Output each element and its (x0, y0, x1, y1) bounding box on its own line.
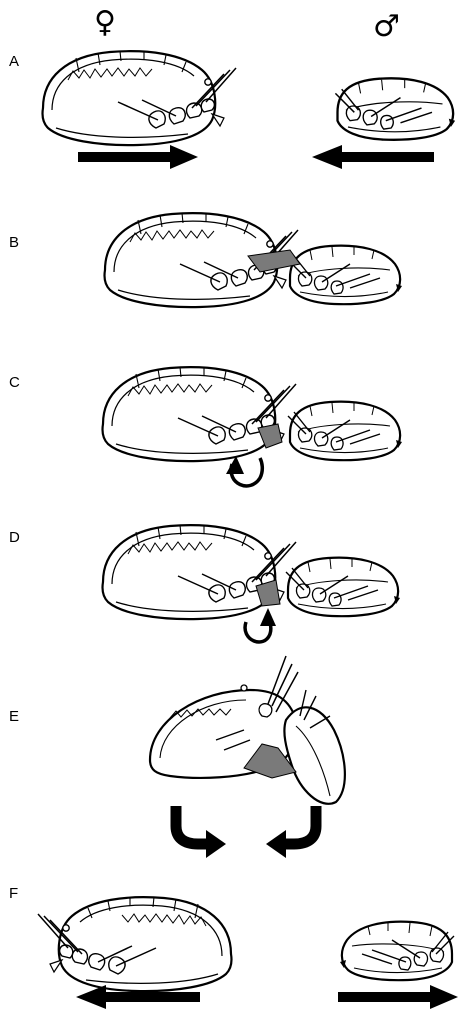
panel-f-arrow-right (338, 985, 458, 1009)
panel-b-male (288, 246, 402, 305)
panel-c-rotation-arrow (226, 456, 262, 486)
panel-e-arrow-left-curved (176, 806, 226, 858)
panel-a-male (335, 78, 455, 139)
panel-a-female (43, 51, 236, 145)
panel-a-arrow-right (78, 145, 198, 169)
panel-d-rotation-arrow (245, 608, 276, 642)
panel-c-male (288, 402, 402, 461)
panel-a-arrow-left (312, 145, 434, 169)
panel-f-female (38, 897, 231, 991)
panel-e-arrow-right-curved (266, 806, 316, 858)
panel-e-male (284, 690, 344, 804)
panel-f-male (340, 922, 454, 981)
panel-d-male (286, 558, 400, 617)
